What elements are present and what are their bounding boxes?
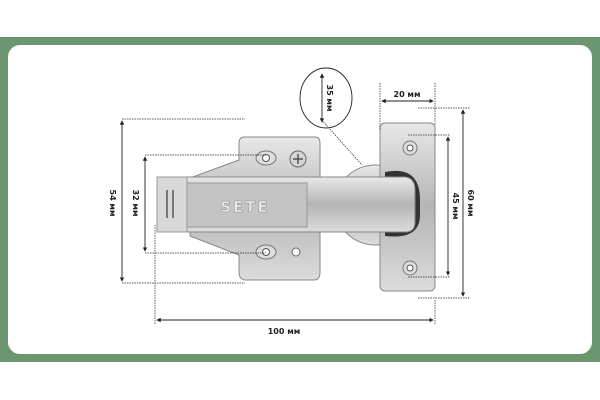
label-100mm: 100 мм (268, 327, 301, 336)
cup-detail-circle (299, 67, 353, 129)
label-54mm: 54 мм (108, 190, 117, 217)
brand-logo: SETE (220, 198, 270, 216)
label-35mm: 35 мм (325, 85, 334, 112)
label-32mm: 32 мм (131, 190, 140, 217)
label-45mm: 45 мм (451, 193, 460, 220)
label-60mm: 60 мм (466, 190, 475, 217)
label-20mm: 20 мм (394, 90, 421, 99)
